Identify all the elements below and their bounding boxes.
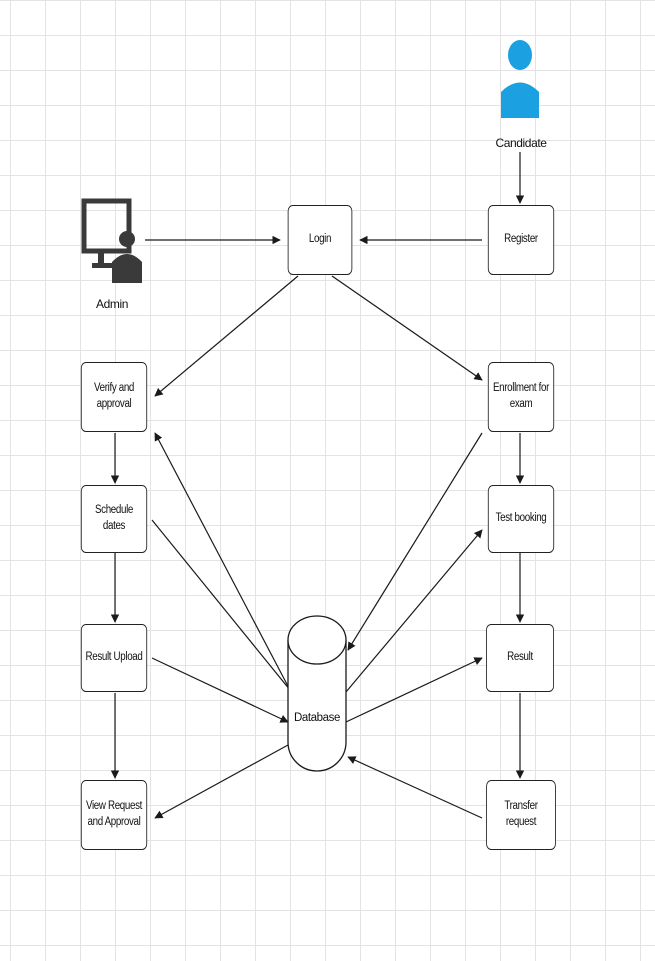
register-node-label: Register: [504, 233, 538, 246]
schedule-dates-node-label: Schedule dates: [94, 504, 134, 532]
edge-schedule-database: [151, 519, 291, 691]
admin-label: Admin: [95, 297, 128, 311]
candidate-label: Candidate: [495, 136, 547, 150]
admin-computer-user-icon: [81, 198, 142, 283]
verify-approval-node-label: Verify and approval: [93, 382, 135, 410]
edge-database-result: [345, 657, 483, 723]
candidate-user-icon: [501, 40, 539, 118]
edge-resultupload-database: [151, 657, 289, 723]
edge-login-verify: [154, 275, 299, 397]
schedule-dates-node[interactable]: Schedule dates: [80, 485, 148, 553]
view-request-node[interactable]: View Request and Approval: [80, 780, 148, 850]
result-node[interactable]: Result: [486, 624, 554, 692]
result-upload-node-label: Result Upload: [85, 651, 143, 664]
edge-transfer-database: [347, 756, 483, 819]
database-cylinder: [287, 615, 347, 772]
transfer-request-node[interactable]: Transfer request: [486, 780, 556, 850]
enrollment-node[interactable]: Enrollment for exam: [487, 362, 555, 432]
transfer-request-node-label: Transfer request: [504, 800, 538, 828]
database-label: Database: [293, 712, 341, 724]
login-node[interactable]: Login: [287, 205, 353, 275]
test-booking-node[interactable]: Test booking: [487, 485, 555, 553]
register-node[interactable]: Register: [487, 205, 555, 275]
edge-enrollment-database: [347, 432, 483, 651]
view-request-node-label: View Request and Approval: [85, 800, 143, 828]
edge-database-verify: [154, 432, 291, 691]
enrollment-node-label: Enrollment for exam: [492, 382, 550, 410]
login-node-label: Login: [308, 233, 332, 246]
verify-approval-node[interactable]: Verify and approval: [80, 362, 148, 432]
result-node-label: Result: [507, 651, 533, 664]
connector-lines: [110, 152, 525, 819]
edge-login-enrollment: [331, 275, 483, 381]
test-booking-node-label: Test booking: [495, 512, 547, 525]
edge-database-viewrequest: [154, 744, 289, 819]
edge-database-testbooking: [345, 529, 483, 693]
result-upload-node[interactable]: Result Upload: [80, 624, 148, 692]
